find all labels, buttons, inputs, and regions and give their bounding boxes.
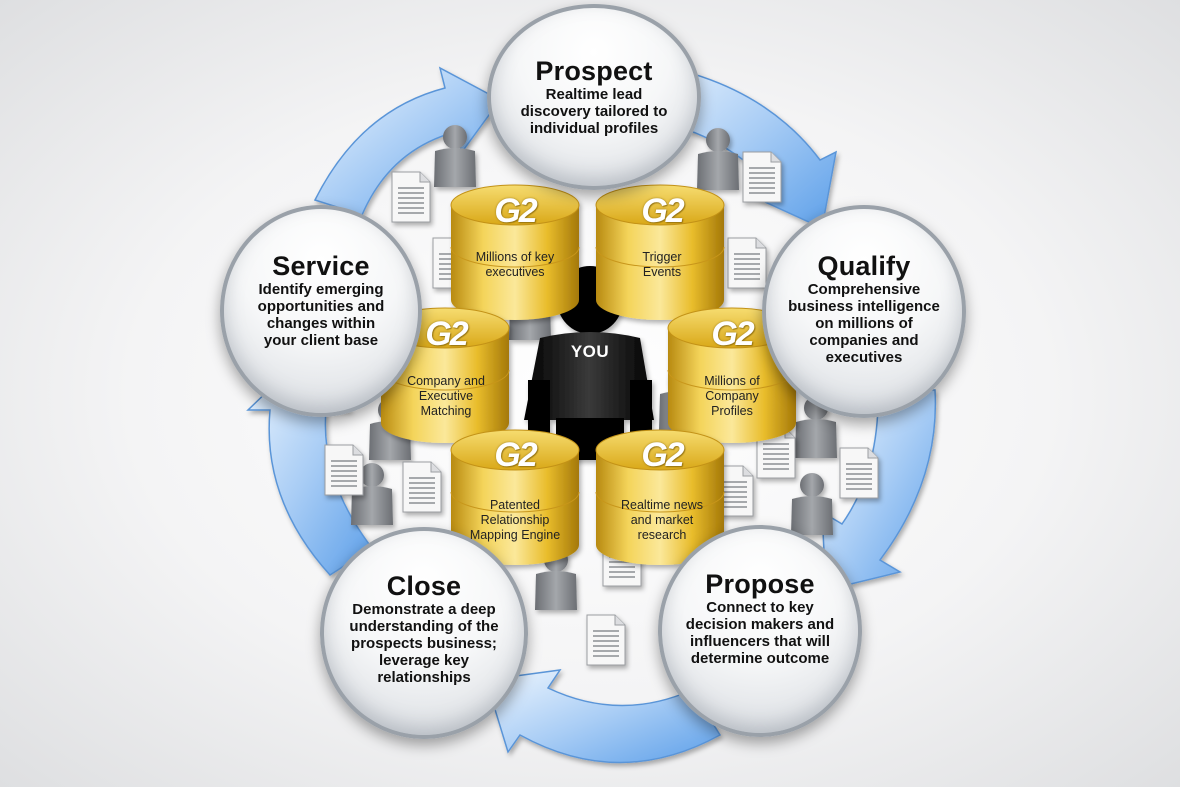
stage-title: Propose (705, 569, 815, 599)
arrow-propose-to-close (485, 669, 722, 764)
stage-qualify: Qualify Comprehensive business intellige… (762, 205, 966, 418)
stage-desc-line: leverage key (378, 652, 470, 669)
stage-desc-line: determine outcome (690, 650, 830, 667)
stage-service: Service Identify emerging opportunities … (220, 205, 422, 417)
database-cylinder (450, 429, 580, 565)
g2-logo: G2 (494, 436, 537, 474)
document-icon (324, 444, 364, 496)
stage-desc-line: Identify emerging (258, 281, 384, 298)
stage-desc-line: your client base (263, 332, 379, 349)
stage-desc-line: Connect to key (706, 599, 814, 616)
arrow-qualify-to-propose (821, 389, 937, 591)
stage-desc-line: companies and (809, 332, 919, 349)
stage-close: Close Demonstrate a deep understanding o… (320, 527, 528, 739)
stage-propose: Propose Connect to key decision makers a… (658, 525, 862, 737)
person-icon (434, 125, 476, 187)
g2-logo: G2 (494, 192, 537, 230)
stage-desc-line: relationships (377, 669, 471, 686)
stage-desc-line: executives (825, 349, 903, 366)
cycle-arrows (246, 61, 937, 764)
stage-desc-line: individual profiles (529, 120, 659, 137)
stage-desc-line: Demonstrate a deep (352, 601, 496, 618)
you-label: YOU (570, 342, 610, 361)
g2-logo: G2 (425, 315, 468, 353)
person-icon (791, 473, 833, 535)
stage-desc-line: Comprehensive (807, 281, 921, 298)
stage-title: Qualify (817, 251, 911, 281)
database-cylinders (380, 184, 797, 565)
person-icon (697, 128, 739, 190)
database-cylinder (595, 429, 725, 565)
stage-desc-line: understanding of the (349, 618, 499, 635)
document-icon (391, 171, 431, 223)
document-icon (839, 447, 879, 499)
person-icon (351, 463, 393, 525)
stage-desc-line: opportunities and (257, 298, 385, 315)
stage-prospect: Prospect Realtime lead discovery tailore… (487, 4, 701, 190)
arrow-service-to-prospect (313, 66, 502, 216)
stage-title: Close (386, 571, 462, 601)
database-cylinder (595, 184, 725, 320)
g2-logo: G2 (711, 315, 754, 353)
document-icon (727, 237, 767, 289)
g2-logo: G2 (641, 192, 684, 230)
stage-title: Prospect (535, 56, 653, 86)
stage-desc-line: discovery tailored to (520, 103, 668, 120)
g2-logo: G2 (641, 436, 684, 474)
stage-desc-line: prospects business; (351, 635, 497, 652)
stage-desc-line: influencers that will (689, 633, 831, 650)
stage-desc-line: on millions of (815, 315, 913, 332)
stage-desc-line: business intelligence (788, 298, 940, 315)
stage-desc-line: Realtime lead (545, 86, 643, 103)
stage-desc-line: changes within (266, 315, 376, 332)
document-icon (402, 461, 442, 513)
stage-desc-line: decision makers and (685, 616, 835, 633)
document-icon (586, 614, 626, 666)
document-icon (742, 151, 782, 203)
database-cylinder (450, 184, 580, 320)
stage-title: Service (272, 251, 370, 281)
